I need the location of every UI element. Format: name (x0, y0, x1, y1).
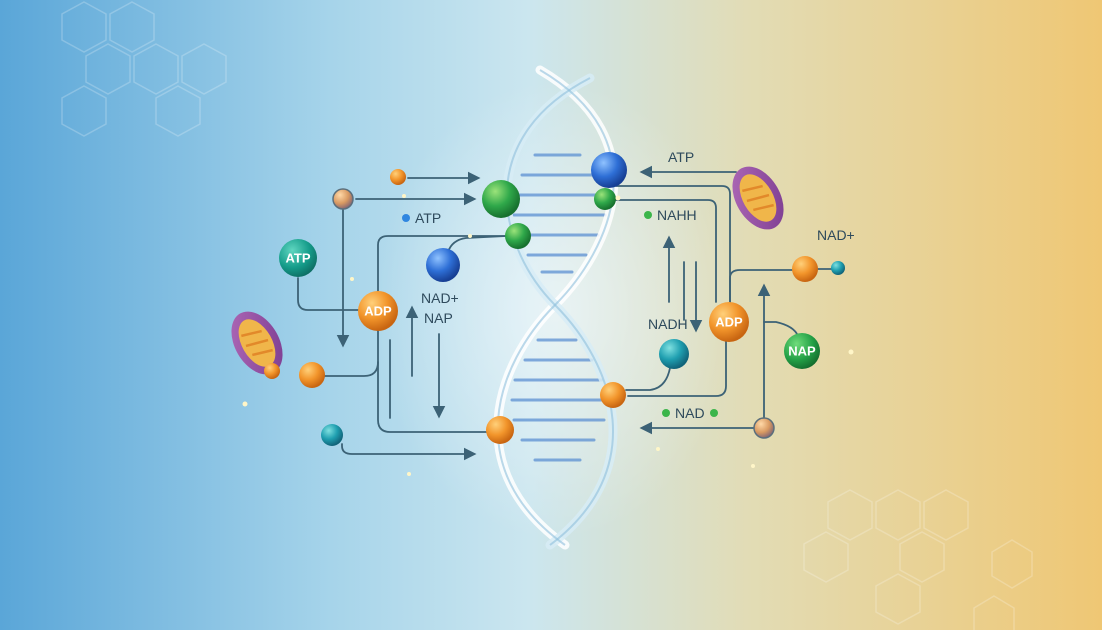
molecule-blue-left (426, 248, 460, 282)
mitochondrion-left (231, 311, 283, 375)
molecule-orange-left (299, 362, 325, 388)
dna-helix (493, 65, 619, 550)
adp-badge-right: ADP (709, 302, 749, 342)
molecule-green-small (594, 188, 616, 210)
hexagon-pattern-bottom-right (803, 489, 1033, 630)
label-nadplus-right: NAD+ (817, 227, 855, 243)
molecule-orange-small-top (390, 169, 406, 185)
pathway-labels: ATP ATP NAHH NAD+ NAD+ NAP NADH NAD (402, 149, 855, 421)
molecule-orange-bottom-right (600, 382, 626, 408)
adp-badge-right-label: ADP (715, 315, 743, 330)
hexagon-pattern-top-left (61, 1, 227, 137)
dot-green-nahh (644, 211, 652, 219)
dot-green-nad-left (662, 409, 670, 417)
label-nadh: NADH (648, 316, 688, 332)
molecule-orange-bottom-center (486, 416, 514, 444)
molecule-blue-top (591, 152, 627, 188)
molecule-orange-right (792, 256, 818, 282)
pathway-connectors (297, 165, 833, 461)
label-atp-top: ATP (668, 149, 694, 165)
molecule-tan-bottom-right (753, 417, 775, 439)
label-nadplus-center: NAD+ (421, 290, 459, 306)
dot-blue-atp (402, 214, 410, 222)
molecule-teal-small-right (831, 261, 845, 275)
atp-badge: ATP (279, 239, 317, 277)
label-atp-left: ATP (415, 210, 441, 226)
molecule-green-large (482, 180, 520, 218)
atp-badge-label: ATP (285, 251, 310, 266)
nap-badge: NAP (784, 333, 820, 369)
molecule-tan-top-left (332, 188, 354, 210)
adp-badge-left-label: ADP (364, 304, 392, 319)
sparkles (242, 194, 854, 476)
label-nap-center: NAP (424, 310, 453, 326)
nap-badge-label: NAP (788, 344, 816, 359)
adp-badge-left: ADP (358, 291, 398, 331)
mitochondrion-right (732, 166, 784, 230)
label-nad-bottom: NAD (675, 405, 705, 421)
dot-green-nad-right (710, 409, 718, 417)
molecule-nodes (264, 152, 845, 446)
molecule-teal-bottom-left (321, 424, 343, 446)
molecule-green-medium (505, 223, 531, 249)
molecule-orange-small-left (264, 363, 280, 379)
helix-base-pairs (510, 153, 608, 462)
molecule-teal-right (659, 339, 689, 369)
label-nahh: NAHH (657, 207, 697, 223)
